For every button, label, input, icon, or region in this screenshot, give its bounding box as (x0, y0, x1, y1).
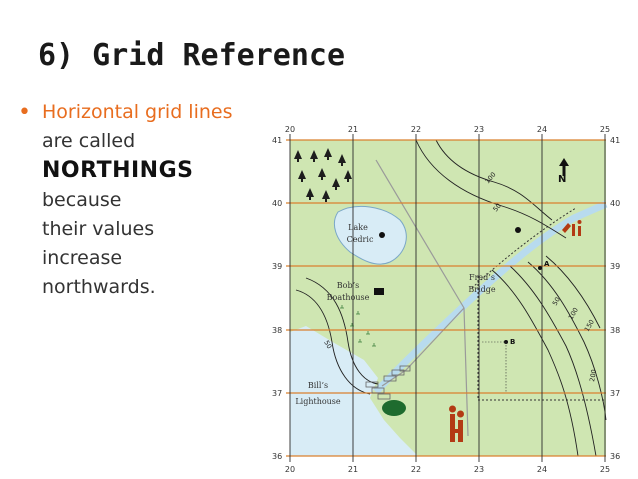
easting-label-bottom: 25 (600, 465, 610, 474)
lighthouse-label-line2: Lighthouse (295, 397, 341, 406)
northing-label-right: 36 (610, 452, 620, 461)
northing-label-right: 41 (610, 136, 620, 145)
lake-label-line1: Lake (348, 223, 368, 232)
northing-label-right: 40 (610, 199, 620, 208)
railway-lower (477, 276, 604, 401)
north-label: N (558, 174, 566, 185)
northing-label-right: 37 (610, 389, 620, 398)
point-marker (515, 227, 521, 233)
boathouse-building (374, 288, 384, 295)
grid-lines (286, 139, 606, 457)
northing-label-right: 39 (610, 262, 620, 271)
map-canvas: 20 21 22 23 24 25 20 21 22 23 24 25 41 4… (272, 125, 620, 474)
point-b-label: B (510, 338, 515, 346)
forest-icon (294, 148, 352, 202)
northing-label-left: 38 (272, 326, 282, 335)
lake-label-line2: Cedric (347, 235, 374, 244)
keyword-northings: NORTHINGS (42, 158, 194, 183)
northing-label-right: 38 (610, 326, 620, 335)
bullet-line-5: their values (42, 218, 155, 240)
contour-label: 50 (551, 296, 562, 307)
north-arrow-icon: N (558, 158, 569, 185)
slide-title: 6) Grid Reference (38, 38, 346, 73)
easting-label-top: 22 (411, 125, 421, 134)
bridge-label-line1: Fred’s (469, 273, 495, 282)
point-a-label: A (544, 260, 550, 268)
northing-label-left: 36 (272, 452, 282, 461)
lake-marker (379, 232, 385, 238)
contour-label: 50 (322, 339, 333, 350)
contour-label: 50 (491, 202, 502, 213)
easting-label-bottom: 22 (411, 465, 421, 474)
easting-label-bottom: 24 (537, 465, 547, 474)
easting-label-bottom: 23 (474, 465, 484, 474)
grid-reference-map: 20 21 22 23 24 25 20 21 22 23 24 25 41 4… (266, 120, 638, 479)
bullet-dot-icon: • (18, 100, 31, 125)
bullet-text-1: Horizontal grid lines (42, 101, 233, 123)
northing-label-left: 41 (272, 136, 282, 145)
contour-lines (295, 139, 607, 457)
bullet-block: • Horizontal grid lines are called NORTH… (18, 98, 272, 302)
bullet-line-7: northwards. (42, 276, 156, 298)
easting-label-bottom: 21 (348, 465, 358, 474)
northing-label-left: 40 (272, 199, 282, 208)
railway (471, 207, 577, 289)
coast-water (290, 326, 418, 456)
marsh-symbols (340, 305, 376, 347)
campsite-icon-lower (449, 405, 464, 442)
boathouse-label-line1: Bob’s (337, 281, 359, 290)
buildings-cluster (365, 365, 411, 400)
easting-label-top: 24 (537, 125, 547, 134)
lake-cedric (334, 206, 407, 265)
bullet-line-2: are called (42, 130, 136, 152)
bullet-line-1: • Horizontal grid lines (18, 98, 272, 127)
green-field (382, 400, 406, 416)
boathouse-label-line2: Boathouse (327, 293, 370, 302)
contour-label: 200 (588, 369, 598, 383)
easting-label-top: 23 (474, 125, 484, 134)
bullet-line-4: because (42, 189, 122, 211)
easting-label-top: 25 (600, 125, 610, 134)
point-a-marker (538, 266, 542, 270)
easting-label-top: 21 (348, 125, 358, 134)
lighthouse-label-line1: Bill’s (308, 381, 328, 390)
northing-label-left: 39 (272, 262, 282, 271)
northing-label-left: 37 (272, 389, 282, 398)
river (373, 200, 608, 395)
easting-label-bottom: 20 (285, 465, 295, 474)
campsite-icon (562, 220, 582, 236)
bullet-line-6: increase (42, 247, 123, 269)
easting-lines (289, 134, 606, 462)
easting-label-top: 20 (285, 125, 295, 134)
bridge-label-line2: Bridge (468, 285, 496, 294)
point-b-guides (482, 341, 507, 392)
